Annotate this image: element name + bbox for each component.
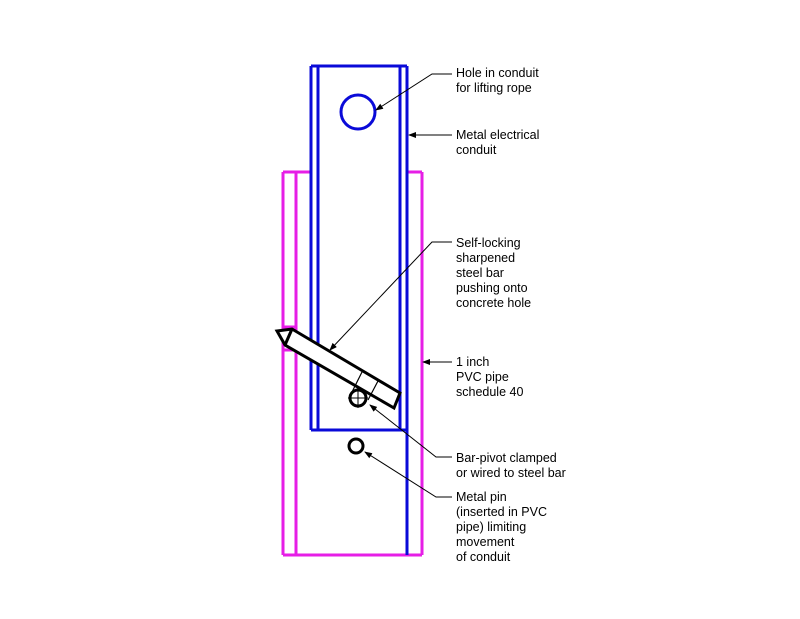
bar-pivot	[348, 371, 379, 408]
leader-lines	[329, 73, 452, 498]
label-bar: Self-locking sharpened steel bar pushing…	[456, 236, 532, 310]
label-hole: Hole in conduit for lifting rope	[456, 66, 539, 95]
label-pvc: 1 inch PVC pipe schedule 40	[456, 355, 524, 399]
lifting-hole	[339, 93, 377, 131]
label-pivot: Bar-pivot clamped or wired to steel bar	[456, 451, 566, 480]
steel-bar	[274, 327, 402, 411]
metal-pin	[347, 437, 365, 455]
label-pin: Metal pin (inserted in PVC pipe) limitin…	[456, 490, 548, 564]
label-conduit: Metal electrical conduit	[456, 128, 540, 157]
metal-conduit	[309, 64, 409, 555]
